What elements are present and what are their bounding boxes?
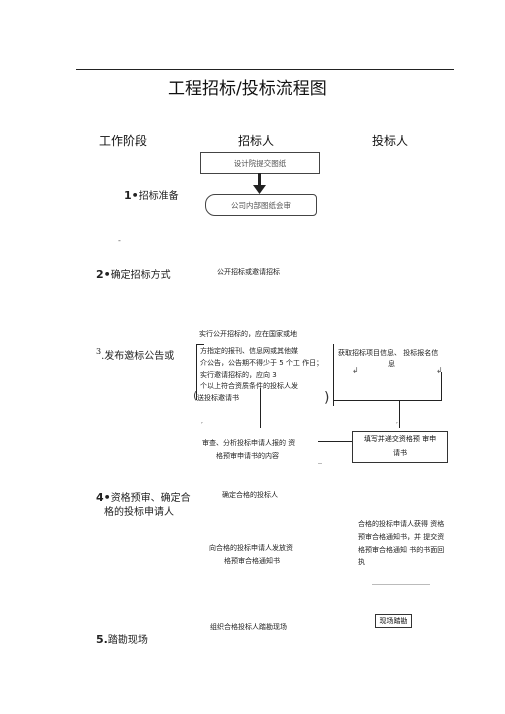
column-header-stage: 工作阶段 <box>99 134 148 148</box>
stage-4-label-line2: 格的投标申请人 <box>104 507 174 518</box>
middle-divider-line <box>333 344 334 406</box>
stage-2-label: 2•确定招标方式 <box>96 266 171 281</box>
header-rule <box>76 69 454 70</box>
faint-divider <box>372 584 430 585</box>
design-drawings-box: 设计院提交图纸 <box>200 152 320 174</box>
stage-4-number: 4• <box>96 491 111 504</box>
flow-arrow-head <box>253 185 266 194</box>
stage-4-text: 资格预审、确定合 <box>110 493 191 504</box>
get-info-line-2: 息 <box>388 360 395 368</box>
stage-3-text: .发布邀标公告或 <box>101 351 175 362</box>
stage-1-label: 1•招标准备 <box>124 187 179 202</box>
tick-mark-left: ↲ <box>352 366 359 375</box>
get-info-line-1: 获取招标项目信息、 投标报名信 <box>338 349 439 357</box>
bidder-connector-line <box>399 400 400 428</box>
announce-line-4: 实行邀请招标的，应向 3 <box>200 371 277 379</box>
tick-mark-right: ↲ <box>436 366 443 375</box>
tick-mark-tenderer: ′ <box>201 421 203 430</box>
design-drawings-text: 设计院提交图纸 <box>233 158 287 168</box>
bidder-receive-line-1: 合格的投标申请人获得 资格 <box>358 520 445 528</box>
internal-review-text: 公司内部图纸会审 <box>231 200 291 210</box>
middle-curve-mark: ) <box>324 390 330 406</box>
bidder-receive-line-3: 格预审合格通知 书的书面回 <box>358 546 445 554</box>
send-notice-line-2: 格预审合格通知书 <box>224 557 280 565</box>
stage-3-label: 3.发布邀标公告或 <box>96 347 174 362</box>
review-to-fill-connector <box>318 441 352 442</box>
send-notice-line-1: 向合格的投标申请人发放资 <box>209 544 293 552</box>
announce-bracket-top <box>196 344 204 345</box>
stage-5-label: 5.踏勘现场 <box>96 631 148 646</box>
column-header-bidder: 投标人 <box>372 134 409 148</box>
stage-4-label: 4•资格预审、确定合 <box>96 489 191 504</box>
fill-apps-line-1: 填写并递交资格预 审申 <box>363 435 437 443</box>
flow-arrow-shaft <box>258 173 261 187</box>
stage-2-number: 2• <box>96 268 111 281</box>
column-header-tenderer: 招标人 <box>238 134 275 148</box>
internal-review-box: 公司内部图纸会审 <box>205 194 317 216</box>
stage-5-number: 5. <box>96 633 108 646</box>
organize-visit-text: 组织合格投标人踏勘现场 <box>210 623 287 631</box>
fill-apps-box: 填写并递交资格预 审申 请书 <box>352 431 448 463</box>
tick-mark-bidder: ′ <box>396 421 398 430</box>
announce-line-6: 送投标邀请书 <box>197 394 239 402</box>
fill-apps-line-2: 请书 <box>393 449 407 457</box>
stage-3-number: 3 <box>96 347 102 356</box>
stray-mark: - <box>118 236 121 245</box>
announce-line-5: 个以上符合资质条件的投标人发 <box>200 382 298 390</box>
bidder-receive-line-2: 预审合格通知书，并 提交资 <box>358 533 445 541</box>
stage-1-number: 1• <box>124 189 139 202</box>
site-visit-text: 现场踏勘 <box>379 617 408 625</box>
page-title: 工程招标/投标流程图 <box>168 79 327 99</box>
bidder-receive-line-4: 执 <box>358 558 365 566</box>
review-apps-line-2: 格预审申请书的内容 <box>216 452 279 460</box>
stage-2-text: 确定招标方式 <box>110 270 171 281</box>
faint-mark <box>318 463 322 464</box>
stage-1-text: 招标准备 <box>138 191 179 202</box>
bidder-bracket-bottom <box>334 400 442 401</box>
stage-5-text: 踏勘现场 <box>107 635 148 646</box>
confirm-qualified-text: 确定合格的投标人 <box>222 491 278 499</box>
bidder-bracket-right <box>441 372 442 401</box>
site-visit-box: 现场踏勘 <box>375 614 412 628</box>
review-apps-line-1: 审查、分析投标申请人报的 资 <box>202 439 296 447</box>
announce-line-3: 介公告，公告期不得少于 5 个工 作日； <box>200 359 324 367</box>
announce-bracket-curve: ( <box>193 389 198 402</box>
announce-bracket-line <box>196 344 197 400</box>
open-or-invite-text: 公开招标或邀请招标 <box>217 268 280 276</box>
tenderer-connector-line <box>260 388 261 428</box>
announce-line-1: 实行公开招标的，应在国家或地 <box>199 330 297 338</box>
announce-line-2: 方指定的报刊、信息网或其他媒 <box>200 347 298 355</box>
